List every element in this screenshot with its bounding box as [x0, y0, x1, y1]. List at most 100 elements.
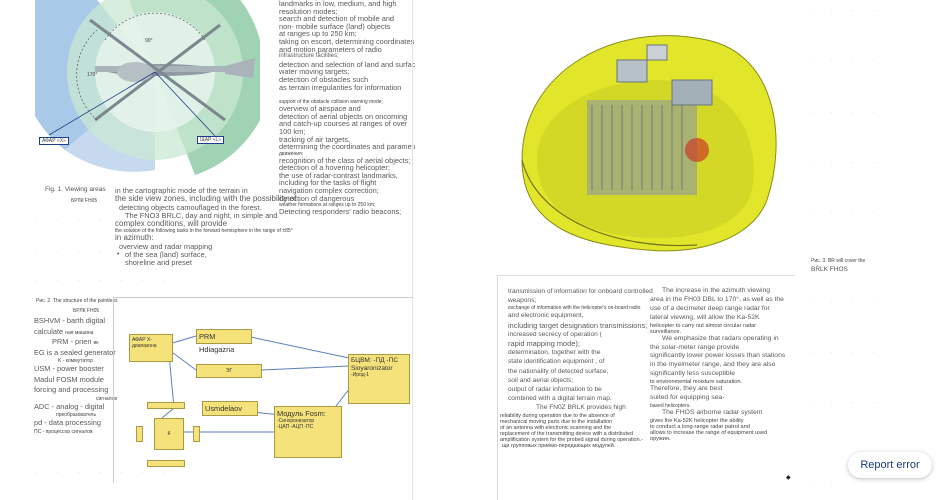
text-line: the use of radar-contrast landmarks, [279, 170, 398, 180]
text-line: determination, together with the [508, 349, 601, 357]
dot-row: · · · · · · · [36, 218, 173, 224]
report-error-button[interactable]: Report error [848, 452, 932, 478]
text-line: surveillance. [650, 328, 682, 335]
angle-top-label: 90° [145, 38, 153, 44]
text-line: and catch-up courses at ranges of over [279, 119, 408, 129]
dot-row: · · · · [810, 400, 884, 406]
legend-line: K - коммутатор [58, 358, 93, 364]
text-line: the solar-meter range provide [650, 343, 740, 351]
dot-row: · · · · · · · [36, 250, 173, 256]
text-line: recognition of the class of aerial objec… [279, 155, 411, 165]
text-line: to environmental moisture saturation. [650, 379, 743, 386]
text-column-middle-2: landmarks in low, medium, and high resol… [275, 0, 424, 216]
text-line: exchange of information with the helicop… [508, 305, 641, 312]
text-column-middle-1: in the cartographic mode of the terrain … [115, 186, 297, 268]
text-line: allows to increase the range of equipmen… [650, 429, 768, 436]
page-edge [412, 0, 413, 500]
text-line: helicopter to carry out almost circular … [650, 322, 757, 329]
text-line: suited for equipping sea- [650, 394, 725, 402]
text-line: in the myelmeter range, and they are als… [650, 361, 776, 369]
angle-left-label: 170° [87, 72, 98, 78]
figure2-caption-sub: БРЛК FH05 [73, 308, 100, 314]
text-line: navigation complex correction; [279, 186, 379, 196]
legend-line: сигналов [96, 395, 118, 402]
text-line: shoreline and preset [125, 258, 192, 268]
text-line: area in the FH03 DBL to 170°, as well as… [650, 295, 784, 303]
text-line: taking on escort, determining coordinate… [279, 36, 415, 46]
usm-box: Usmdelaov [202, 401, 258, 416]
dot-row: · · · · [810, 350, 884, 356]
legend-list: BSHVM - barth digital calculate ная маши… [34, 316, 117, 435]
text-line: оружия. [650, 435, 671, 442]
afar-x-label: АФАР «Х» [39, 137, 69, 145]
bullet-icon: • [117, 251, 120, 258]
figure3-caption: Рис. 3. BR will cover the [811, 258, 866, 264]
text-line: transmission of information for onboard … [508, 288, 653, 295]
k-box: К [154, 418, 184, 450]
text-line: output of radar information to be [508, 386, 602, 394]
legend-line: Madul FOSM module [34, 374, 104, 384]
text-line: in azimuth: [115, 233, 154, 243]
text-line: significantly lower power losses than st… [650, 352, 786, 360]
text-line: search and detection of mobile and [279, 14, 395, 24]
text-line: water moving targets; [279, 67, 350, 77]
fosm-title: Модуль Fosm: [277, 409, 326, 418]
figure2-caption: Рис. 2. The structure of the pointless [36, 298, 118, 304]
text-line: and electronic equipment, [508, 312, 584, 320]
text-line: overview of airspace and [279, 104, 361, 114]
page-separator [415, 0, 497, 500]
text-line: the side view zones, including with the … [115, 194, 297, 204]
text-line: amplification system for the probed sign… [500, 436, 643, 443]
text-line: infrastructure facilities; [279, 53, 339, 60]
text-line: We emphasize that radars operating in [662, 334, 779, 342]
text-line: 100 km; [279, 126, 306, 136]
text-line: in the cartographic mode of the terrain … [115, 186, 248, 195]
fosm-list: -Синхронизатор -ЦАП -АЦП -ПС [277, 418, 315, 430]
side-box-left [136, 426, 143, 442]
dot-row: · · · · [810, 8, 884, 14]
legend-line: EG is a sealed generator [34, 347, 116, 357]
text-line: щи групповых приёмо-передающих модулей. [502, 442, 616, 449]
text-line: significantly less susceptible [650, 370, 736, 378]
block-diagram: АФАР Х-диапазона PRM Hdiagazna ЭГ Usmdel… [113, 297, 414, 483]
eg-box: ЭГ [196, 364, 262, 378]
text-line: support of the obstacle collision warnin… [279, 99, 383, 106]
text-line: increased secrecy of operation ( [508, 330, 602, 338]
text-line: The FHOS airborne radar system [662, 408, 763, 416]
text-line: The FN0Z BRLK provides high [536, 404, 626, 412]
dot-row: · · · · [810, 210, 884, 216]
end-marker-icon: ◆ [786, 475, 791, 481]
text-line: mechanical moving parts due to the insta… [500, 418, 613, 425]
legend-line: преобразователь [56, 412, 97, 418]
text-line: detection of obstacles such [279, 74, 369, 84]
legend-line: PRM - prien ик [52, 337, 99, 346]
text-line: non- mobile surface (land) objects [279, 21, 391, 31]
text-line: The increase in the azimuth viewing [662, 287, 771, 294]
side-box-right [193, 426, 200, 442]
text-line: of an antenna with electronic scanning a… [500, 424, 612, 431]
text-line: the nationality of detected surface, [508, 367, 609, 375]
text-line: resolution modes; [279, 6, 338, 16]
text-line: complex conditions, will provide [115, 219, 228, 229]
amp-box-bottom [147, 460, 185, 467]
dot-row: · · · · [810, 160, 884, 166]
text-line: determining the coordinates and paramete… [279, 142, 425, 152]
figure3-caption-sub: BRLK FHOS [811, 266, 848, 273]
legend-line: calculate ная машина [34, 326, 94, 336]
dot-row: · · · · [810, 300, 884, 306]
text-line: detection of a hovering helicopter; [279, 163, 390, 173]
shchar-l-label: ЩАР «L» [197, 136, 225, 144]
text-line: overview and radar mapping [119, 241, 213, 251]
legend-line: forcing and processing [34, 385, 109, 394]
dot-row: · · · · [810, 480, 884, 486]
text-line: tracking of air targets, [279, 134, 351, 144]
text-line: weapons; [508, 297, 537, 305]
bshvm-sub: -Ирод-1 [351, 372, 370, 378]
afar-box: АФАР Х-диапазона [129, 334, 173, 362]
text-column-right-2: The increase in the azimuth viewing area… [650, 287, 785, 442]
text-line: as terrain irregularities for informatio… [279, 82, 402, 92]
text-column-right-1: transmission of information for onboard … [500, 287, 653, 449]
bshvm-title: БЦВМ: -ПД -ПС Sioyaronizator [351, 357, 399, 372]
prm-box: PRM Hdiagazna [196, 329, 252, 354]
text-line: the solution of the following tasks in t… [115, 228, 293, 235]
